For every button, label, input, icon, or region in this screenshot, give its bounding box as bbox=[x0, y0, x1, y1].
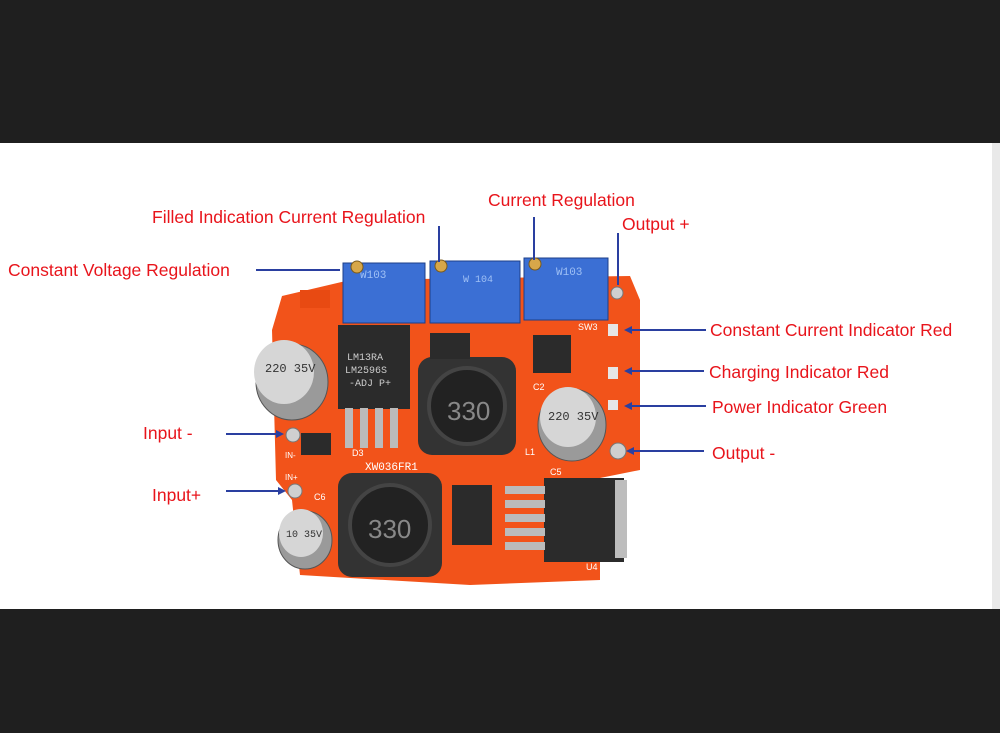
ic-u4 bbox=[505, 478, 627, 562]
capacitor-3: 10 35V bbox=[277, 509, 333, 570]
cap3-marking: 10 35V bbox=[286, 530, 322, 541]
label-input-plus: Input+ bbox=[152, 485, 202, 505]
potentiometer-1: W103 bbox=[342, 260, 426, 324]
d3-label: D3 bbox=[352, 448, 364, 458]
u4-label: U4 bbox=[586, 562, 598, 572]
output-minus-pad bbox=[609, 442, 627, 460]
board-id: XW036FR1 bbox=[365, 462, 418, 474]
led-cc bbox=[608, 324, 618, 336]
capacitor-2: 220 35V bbox=[537, 387, 607, 462]
ic1-line3: -ADJ P+ bbox=[349, 379, 391, 390]
diode-d3 bbox=[301, 433, 331, 455]
ic1-line2: LM2596S bbox=[345, 366, 387, 377]
pot1-marking: W103 bbox=[360, 270, 386, 282]
pot2-marking: W 104 bbox=[463, 275, 493, 286]
inductor2-marking: 330 bbox=[368, 514, 411, 544]
label-output-plus: Output + bbox=[622, 214, 690, 234]
cap2-marking: 220 35V bbox=[548, 410, 599, 424]
ic1-line1: LM13RA bbox=[347, 353, 383, 364]
potentiometer-2: W 104 bbox=[429, 259, 521, 324]
diode-d2 bbox=[452, 485, 492, 545]
label-input-minus: Input - bbox=[143, 423, 193, 443]
label-charging-indicator-red: Charging Indicator Red bbox=[709, 362, 889, 382]
c2-label: C2 bbox=[533, 382, 545, 392]
c6-label: C6 bbox=[314, 492, 326, 502]
inductor-2: 330 bbox=[338, 473, 442, 577]
pot3-marking: W103 bbox=[556, 267, 582, 279]
capacitor-1: 220 35V bbox=[254, 340, 329, 421]
input-plus-pad bbox=[287, 483, 303, 499]
in-minus-silk: IN- bbox=[285, 451, 296, 460]
pointer-arrowheads bbox=[276, 326, 634, 495]
panel-edge-shadow bbox=[992, 143, 1000, 609]
ic-lm2596s: LM13RA LM2596S -ADJ P+ bbox=[338, 325, 410, 448]
input-minus-pad bbox=[285, 427, 301, 443]
output-plus-pad bbox=[610, 286, 624, 300]
label-constant-current-indicator-red: Constant Current Indicator Red bbox=[710, 320, 953, 340]
c5-label: C5 bbox=[550, 467, 562, 477]
potentiometer-3: W103 bbox=[523, 257, 609, 321]
inductor1-marking: 330 bbox=[447, 396, 490, 426]
label-filled-indication-current-regulation: Filled Indication Current Regulation bbox=[152, 207, 426, 227]
inductor-1: 330 bbox=[418, 357, 516, 455]
label-constant-voltage-regulation: Constant Voltage Regulation bbox=[8, 260, 230, 280]
pointer-lines bbox=[226, 217, 706, 492]
cap1-marking: 220 35V bbox=[265, 362, 316, 376]
component-q bbox=[430, 333, 470, 359]
in-plus-silk: IN+ bbox=[285, 473, 298, 482]
label-output-minus: Output - bbox=[712, 443, 776, 463]
sw3-label: SW3 bbox=[578, 322, 598, 332]
ic-u2 bbox=[533, 335, 571, 373]
led-power bbox=[608, 400, 618, 410]
label-power-indicator-green: Power Indicator Green bbox=[712, 397, 888, 417]
l1-label: L1 bbox=[525, 447, 535, 457]
led-charging bbox=[608, 367, 618, 379]
label-current-regulation: Current Regulation bbox=[488, 190, 635, 210]
